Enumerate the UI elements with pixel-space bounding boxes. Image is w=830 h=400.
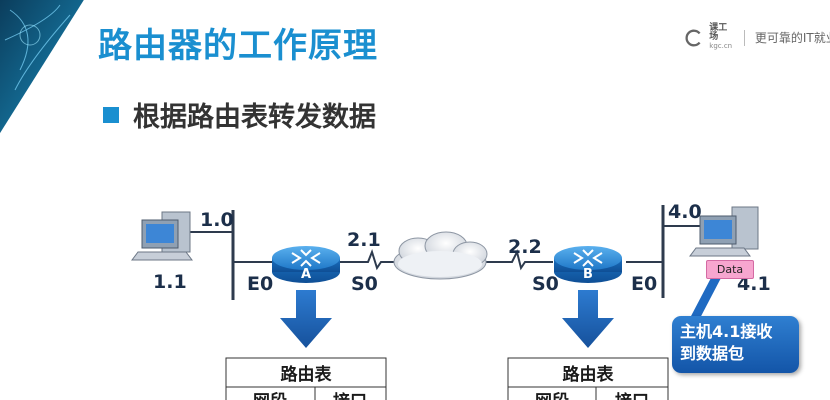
corner-decoration [0, 0, 86, 136]
bullet-text: 根据路由表转发数据 [133, 102, 376, 133]
router-a-serial-label: S0 [351, 273, 378, 295]
serial-a-address-label: 2.1 [347, 229, 381, 251]
routing-table-b: 路由表 网段 接口 [507, 357, 669, 400]
routing-table-b-title: 路由表 [563, 364, 615, 385]
bullet-point: 根据路由表转发数据 [103, 95, 376, 134]
router-b-eth-label: E0 [631, 273, 657, 295]
callout-line-1: 主机4.1接收 [680, 322, 773, 341]
router-b-down-arrow [562, 290, 614, 348]
receive-callout: 主机4.1接收 到数据包 [672, 316, 799, 373]
logo-domain: kgc.cn [709, 42, 733, 50]
router-b-serial-label: S0 [532, 273, 559, 295]
wan-cloud-icon [393, 231, 488, 280]
logo-brand: 课工场 [709, 23, 728, 42]
router-b-name: B [583, 267, 593, 282]
router-a-name: A [301, 267, 311, 282]
brand-logo: 课工场 kgc.cn 更可靠的IT就业 [685, 24, 830, 51]
serial-link-a [339, 249, 398, 271]
serial-b-address-label: 2.2 [508, 236, 542, 258]
left-host-computer-icon [131, 211, 193, 261]
router-b-icon [554, 246, 622, 283]
routing-table-a-title: 路由表 [281, 364, 333, 385]
data-packet-tag: Data [706, 260, 754, 279]
logo-slogan: 更可靠的IT就业 [754, 31, 830, 45]
routing-table-a: 路由表 网段 接口 [225, 357, 387, 400]
router-a-icon [272, 246, 340, 283]
routing-table-b-col-port: 接口 [615, 391, 649, 400]
right-host-computer-icon [689, 206, 759, 257]
routing-table-a-col-network: 网段 [253, 391, 287, 400]
routing-table-a-col-port: 接口 [333, 391, 367, 400]
router-a-eth-label: E0 [247, 273, 273, 295]
serial-link-b [482, 249, 553, 271]
logo-wordmark: 课工场 kgc.cn [709, 24, 734, 51]
slide-title: 路由器的工作原理 [98, 26, 378, 66]
routing-table-b-col-network: 网段 [535, 391, 569, 400]
left-host-label: 1.1 [153, 271, 187, 293]
logo-divider [743, 29, 745, 46]
left-network-label: 1.0 [200, 209, 234, 231]
callout-line-2: 到数据包 [680, 344, 745, 363]
bullet-square-icon [103, 106, 119, 123]
logo-icon [685, 29, 701, 46]
right-network-label: 4.0 [668, 201, 702, 223]
callout-pointer [690, 276, 722, 322]
router-a-down-arrow [280, 290, 332, 348]
